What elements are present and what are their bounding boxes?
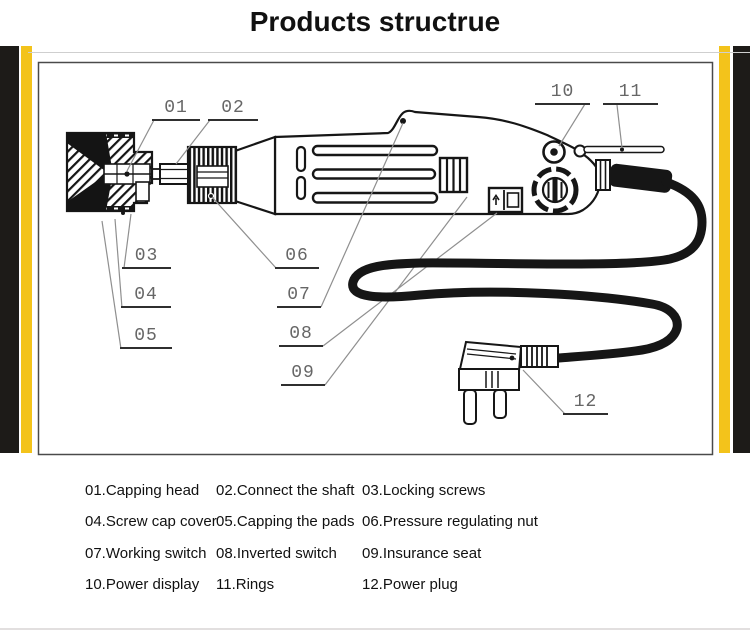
legend-item-01: 01.Capping head [85,482,200,499]
left-yellow-bar [21,46,32,453]
legend-item-02: 02.Connect the shaft [216,482,355,499]
power-cord-drawing [348,163,707,363]
machine-body-drawing [65,109,665,216]
callout-05: 05 [120,327,172,349]
capping-head-drawing [65,131,154,215]
legend-item-06: 06.Pressure regulating nut [362,513,538,531]
left-black-bar [0,46,19,453]
callout-09: 09 [281,364,325,386]
leader-10 [558,103,586,147]
legend-item-03: 03.Locking screws [362,482,486,499]
callout-12: 12 [563,393,608,415]
leader-05 [101,220,122,350]
callout-02: 02 [208,99,258,121]
legend-item-10: 10.Power display [85,576,200,594]
callout-10: 10 [535,83,590,105]
right-black-bar [733,46,750,453]
leader-11 [616,104,623,149]
leader-lines [101,103,623,415]
plug-prong [463,389,477,425]
leader-08 [322,212,498,347]
working-switch-dot [400,118,406,124]
page-title: Products structrue [249,6,501,37]
parts-legend: 01.Capping head 02.Connect the shaft 03.… [85,482,685,608]
bottom-divider [0,628,750,630]
leader-07 [320,122,404,308]
pressure-nut-cone [233,135,277,216]
collet-drawing [186,145,238,205]
diagram-border [37,61,714,456]
callout-01: 01 [152,99,200,121]
insurance-seat-drawing [438,156,469,194]
leader-02 [175,119,211,165]
dial-drawing [531,166,579,214]
legend-item-12: 12.Power plug [362,576,458,594]
callout-06: 06 [275,247,319,269]
right-yellow-bar [719,46,730,453]
plug-prong [493,389,507,419]
legend-item-08: 08.Inverted switch [216,544,337,562]
leader-06 [211,196,277,269]
power-plug-drawing [458,340,559,425]
callout-11: 11 [603,83,658,105]
legend-item-07: 07.Working switch [85,544,207,562]
leader-04 [114,218,123,309]
legend-item-11: 11.Rings [216,576,275,594]
leader-01 [126,119,155,172]
callout-03: 03 [122,247,171,269]
inverted-switch-drawing [487,186,524,214]
rings-drawing [573,144,665,158]
callout-04: 04 [121,286,171,308]
connect-shaft-drawing [150,163,189,185]
power-display-drawing [542,140,566,164]
leader-03 [123,213,132,269]
title-divider [28,52,750,53]
legend-item-05: 05.Capping the pads [216,513,355,531]
callout-08: 08 [279,325,323,347]
legend-item-04: 04.Screw cap cover [85,513,217,531]
callout-07: 07 [277,286,321,308]
leader-09 [324,196,468,386]
legend-item-09: 09.Insurance seat [362,544,482,562]
leader-12 [522,369,566,415]
